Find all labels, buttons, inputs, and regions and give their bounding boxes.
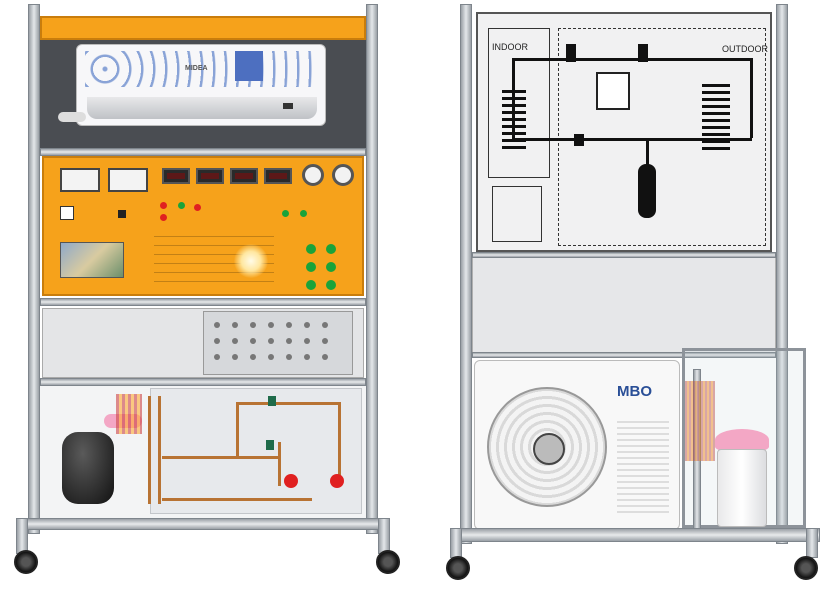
right-base-leg-right bbox=[806, 528, 818, 558]
left-wheel-right bbox=[376, 550, 400, 574]
right-frame-post-left bbox=[460, 4, 472, 544]
green-jack-2 bbox=[326, 244, 336, 254]
outdoor-ac-unit: MBO bbox=[474, 360, 680, 530]
right-crossbar-2 bbox=[472, 352, 776, 358]
schematic-component-box bbox=[596, 72, 630, 110]
red-valve-2 bbox=[330, 474, 344, 488]
outdoor-fan-hub bbox=[533, 433, 565, 465]
right-wheel-left bbox=[446, 556, 470, 580]
schematic-board: INDOOR OUTDOOR bbox=[476, 12, 772, 252]
copper-pipe-vertical-1 bbox=[148, 396, 151, 504]
schematic-valve-2 bbox=[638, 44, 648, 62]
copper-pipe-bottom bbox=[162, 498, 312, 501]
top-orange-strip bbox=[40, 16, 366, 40]
schematic-outdoor-label: OUTDOOR bbox=[722, 44, 768, 54]
analog-meter-1 bbox=[60, 168, 100, 192]
panel-glare bbox=[234, 244, 268, 278]
glass-cage bbox=[682, 348, 806, 529]
right-trainer-unit: INDOOR OUTDOOR MBO bbox=[446, 4, 820, 582]
indoor-ac-vent bbox=[87, 97, 317, 119]
right-grey-panel bbox=[472, 256, 776, 356]
right-wheel-right bbox=[794, 556, 818, 580]
schematic-outdoor-box bbox=[558, 28, 766, 246]
indoor-ac-drain-pipe bbox=[58, 112, 86, 122]
indoor-ac-sticker bbox=[235, 51, 263, 81]
schematic-valve-1 bbox=[566, 44, 576, 62]
green-jack-4 bbox=[326, 262, 336, 272]
left-crossbar-2 bbox=[40, 298, 366, 306]
compressor bbox=[62, 432, 114, 504]
outdoor-brand-logo: MBO bbox=[617, 383, 652, 400]
schematic-pipe-right bbox=[750, 58, 753, 138]
power-switch bbox=[60, 206, 74, 220]
grey-blank-panel bbox=[42, 308, 364, 378]
copper-pipe-mid-vertical bbox=[278, 442, 281, 486]
copper-pipe-loop-left bbox=[236, 402, 239, 458]
copper-pipe-vertical-2 bbox=[158, 396, 161, 504]
schematic-coil-right bbox=[702, 84, 730, 150]
right-base-bar bbox=[450, 528, 820, 542]
pressure-gauge-high bbox=[332, 164, 354, 186]
green-jack-6 bbox=[326, 280, 336, 290]
digital-display-3 bbox=[230, 168, 258, 184]
copper-pipe-middle bbox=[162, 456, 280, 459]
copper-pipe-loop-right bbox=[338, 402, 341, 478]
analog-meter-2 bbox=[108, 168, 148, 192]
right-crossbar-1 bbox=[472, 252, 776, 258]
indoor-ac-floral-pattern bbox=[85, 51, 317, 87]
terminal-grid-panel bbox=[203, 311, 353, 375]
left-base-leg-left bbox=[16, 518, 28, 554]
indicator-led-green-2 bbox=[282, 210, 289, 217]
cage-wiring bbox=[685, 381, 715, 461]
wiring-bundle bbox=[116, 394, 142, 434]
green-jack-3 bbox=[306, 262, 316, 272]
indicator-led-red-1 bbox=[160, 202, 167, 209]
digital-display-1 bbox=[162, 168, 190, 184]
compressor-back-plate bbox=[150, 388, 362, 514]
red-valve-1 bbox=[284, 474, 298, 488]
schematic-indoor-label: INDOOR bbox=[492, 42, 528, 52]
left-base-leg-right bbox=[378, 518, 390, 554]
green-jack-1 bbox=[306, 244, 316, 254]
green-fitting-2 bbox=[266, 440, 274, 450]
digital-display-2 bbox=[196, 168, 224, 184]
digital-display-4 bbox=[264, 168, 292, 184]
indicator-led-red-3 bbox=[194, 204, 201, 211]
right-base-leg-left bbox=[450, 528, 462, 558]
left-base-bar bbox=[16, 518, 390, 530]
outdoor-fan-grille bbox=[487, 387, 607, 507]
white-container bbox=[717, 449, 767, 527]
left-frame-post-right bbox=[366, 4, 378, 534]
pressure-gauge-low bbox=[302, 164, 324, 186]
left-crossbar-1 bbox=[40, 148, 366, 156]
green-jack-5 bbox=[306, 280, 316, 290]
compressor-compartment bbox=[40, 386, 366, 518]
schematic-legend-box bbox=[492, 186, 542, 242]
left-wheel-left bbox=[14, 550, 38, 574]
schematic-valve-3 bbox=[574, 134, 584, 146]
indoor-ac-unit: MIDEA bbox=[76, 44, 326, 126]
outdoor-side-vents bbox=[617, 421, 669, 513]
pink-lid bbox=[715, 429, 769, 451]
copper-pipe-loop-top bbox=[236, 402, 340, 405]
schematic-pipe-mid bbox=[512, 138, 752, 141]
indicator-led-red-2 bbox=[160, 214, 167, 221]
schematic-pipe-top bbox=[512, 58, 752, 61]
indoor-ac-logo: MIDEA bbox=[185, 65, 208, 72]
left-trainer-unit: MIDEA bbox=[14, 4, 400, 574]
schematic-indoor-box bbox=[488, 28, 550, 178]
indicator-led-green-3 bbox=[300, 210, 307, 217]
indicator-led-green-1 bbox=[178, 202, 185, 209]
schematic-coil-left bbox=[502, 90, 526, 150]
toggle-switch bbox=[118, 210, 126, 218]
schematic-sticker bbox=[60, 242, 124, 278]
green-fitting-1 bbox=[268, 396, 276, 406]
indoor-ac-display bbox=[283, 103, 293, 109]
right-frame-post-right bbox=[776, 4, 788, 544]
left-frame-post-left bbox=[28, 4, 40, 534]
orange-control-panel bbox=[42, 156, 364, 296]
left-crossbar-3 bbox=[40, 378, 366, 386]
schematic-compressor bbox=[638, 164, 656, 218]
